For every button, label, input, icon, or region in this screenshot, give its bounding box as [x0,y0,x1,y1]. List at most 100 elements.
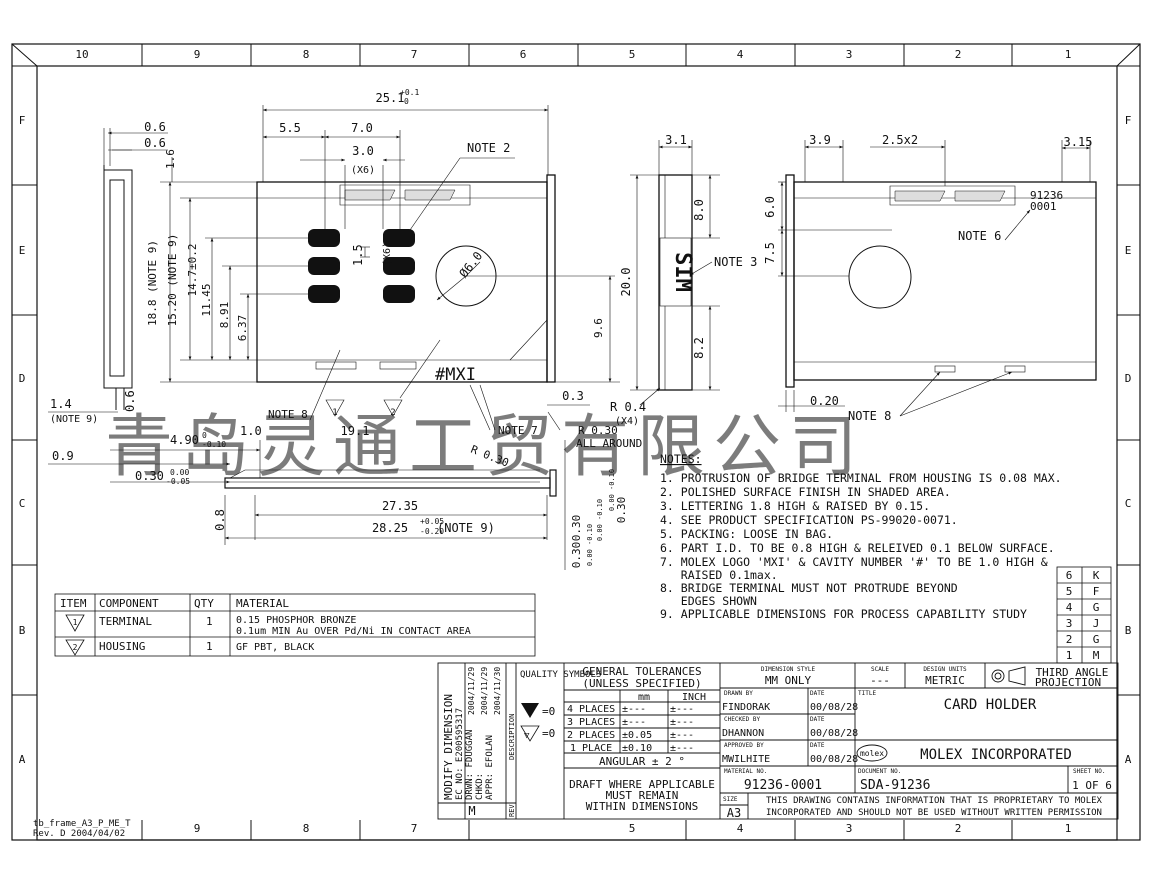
note-line: 8. BRIDGE TERMINAL MUST NOT PROTRUDE BEY… [660,581,958,595]
rev-num: 3 [1066,617,1073,630]
row-label: F [19,114,26,127]
tb-rev-letter: M [468,804,475,818]
col-label: 10 [75,48,88,61]
dim-right-0.30-a: 0.30 [615,497,628,524]
dim-1.6: 1.6 [164,149,177,169]
rev-letter: M [1093,649,1100,662]
tb-tol-places: 2 PLACES [567,730,615,741]
dim-3.0-count: (X6) [351,165,375,176]
tb-rev-label: REV [508,804,516,817]
front-dim-lines [160,105,620,406]
dim-25.1: 25.1 [376,91,405,105]
tb-ec-no: EC NO: E200595317 [455,708,465,800]
tb-draft-1: DRAFT WHERE APPLICABLE [569,778,715,791]
r-0.30-label: R 0.30 [578,424,618,437]
col-label: 9 [194,822,201,835]
tb-title: CARD HOLDER [944,697,1037,713]
dim-1.4: 1.4 [50,397,72,411]
tb-proprietary-1: THIS DRAWING CONTAINS INFORMATION THAT I… [766,796,1103,806]
dim-0.6-second: 0.6 [144,136,166,150]
bom-material-2: 0.1um MIN Au OVER Pd/Ni IN CONTACT AREA [236,626,471,637]
tb-general-tolerances: GENERAL TOLERANCES [582,665,701,678]
tb-drawn-by-label: DRAWN BY [724,690,753,697]
tb-checked-date: 00/08/28 [810,728,858,739]
bom-header: QTY [194,597,214,610]
tb-modify-dimension: MODIFY DIMENSION [442,694,455,800]
bom-material: GF PBT, BLACK [236,642,314,653]
row-label: E [19,244,26,257]
note-2-label: NOTE 2 [467,141,510,155]
tb-scale-label: SCALE [871,666,889,673]
tb-tol-places: 3 PLACES [567,717,615,728]
tb-date-label: DATE [810,690,825,697]
part-id-2: 0001 [1030,200,1057,213]
dim-7.0: 7.0 [351,121,373,135]
tb-tol-inch: ±--- [670,717,694,728]
tb-tol-inch: ±--- [670,730,694,741]
tb-approved-by-label: APPROVED BY [724,742,764,749]
tb-tol-inch: ±--- [670,743,694,754]
dim-3.0: 3.0 [352,144,374,158]
note-line: 3. LETTERING 1.8 HIGH & RAISED BY 0.15. [660,499,930,513]
tb-chkd: CHKD: [475,773,485,800]
bom-component: TERMINAL [99,615,152,628]
col-label: 7 [411,48,418,61]
row-label: A [19,753,26,766]
col-label: 5 [629,48,636,61]
tb-approved-date: 00/08/28 [810,754,858,765]
bom-item: 1 [73,618,78,627]
sim-side-view [658,174,693,391]
tb-design-units: METRIC [925,674,965,687]
bom-header: ITEM [60,597,87,610]
tb-drawn-by: FINDORAK [722,702,770,713]
row-label: B [19,624,26,637]
tb-col-inch: INCH [682,692,706,703]
dim-3.15: 3.15 [1064,135,1093,149]
note-7-label: NOTE 7 [498,424,538,437]
dim-right-0.30-c: 0.30 [570,542,583,569]
col-label: 3 [846,48,853,61]
dim-1.5: 1.5 [351,244,365,266]
dim-0.6-bottom: 0.6 [123,390,137,412]
row-label: B [1125,624,1132,637]
row-label: D [19,372,26,385]
col-label: 1 [1065,48,1072,61]
dim-27.35: 27.35 [382,499,418,513]
tb-company: MOLEX INCORPORATED [920,747,1072,763]
dim-6.0: 6.0 [763,196,777,218]
tb-sym-1: =0 [542,705,555,718]
sym-2-glyph: ▽ [524,731,530,741]
dim-4.90-lower: -0.10 [202,440,226,449]
dim-20.0: 20.0 [619,268,633,297]
mxi-mark: #MXI [435,365,476,385]
tb-tol-places: 4 PLACES [567,704,615,715]
frame-rev: Rev. D 2004/04/02 [33,829,125,839]
note-line: 6. PART I.D. TO BE 0.8 HIGH & RELEIVED 0… [660,541,1055,555]
tb-document-no-label: DOCUMENT NO. [858,768,901,775]
dim-9.6: 9.6 [592,318,605,338]
note-6-label: NOTE 6 [958,229,1001,243]
title-block-lines [437,662,1119,820]
rev-num: 2 [1066,633,1073,646]
col-label: 2 [955,822,962,835]
tb-sheet: 1 OF 6 [1072,779,1112,792]
quality-symbols: ▽ [520,703,540,742]
note-line: 2. POLISHED SURFACE FINISH IN SHADED ARE… [660,485,951,499]
tb-material-no: 91236-0001 [744,778,822,793]
dim-right-0.30-b: 0.30 [570,515,583,542]
dim-15.20: 15.20 (NOTE 9) [166,234,179,327]
tb-date-3: 2004/11/30 [493,667,502,715]
dim-2.5x2: 2.5x2 [882,133,918,147]
rev-letter: G [1093,633,1100,646]
dim-0.6-top: 0.6 [144,120,166,134]
tb-design-units-label: DESIGN UNITS [923,666,967,673]
rev-letter: F [1093,585,1100,598]
col-label: 4 [737,48,744,61]
col-label: 7 [411,822,418,835]
dim-0.3: 0.3 [562,389,584,403]
frame-labels: 10 9 8 7 6 5 4 3 2 1 F E D C B A F E D C… [19,48,1132,839]
rev-num: 6 [1066,569,1073,582]
tb-tol-mm: ±--- [622,717,646,728]
tb-size: A3 [727,806,741,820]
